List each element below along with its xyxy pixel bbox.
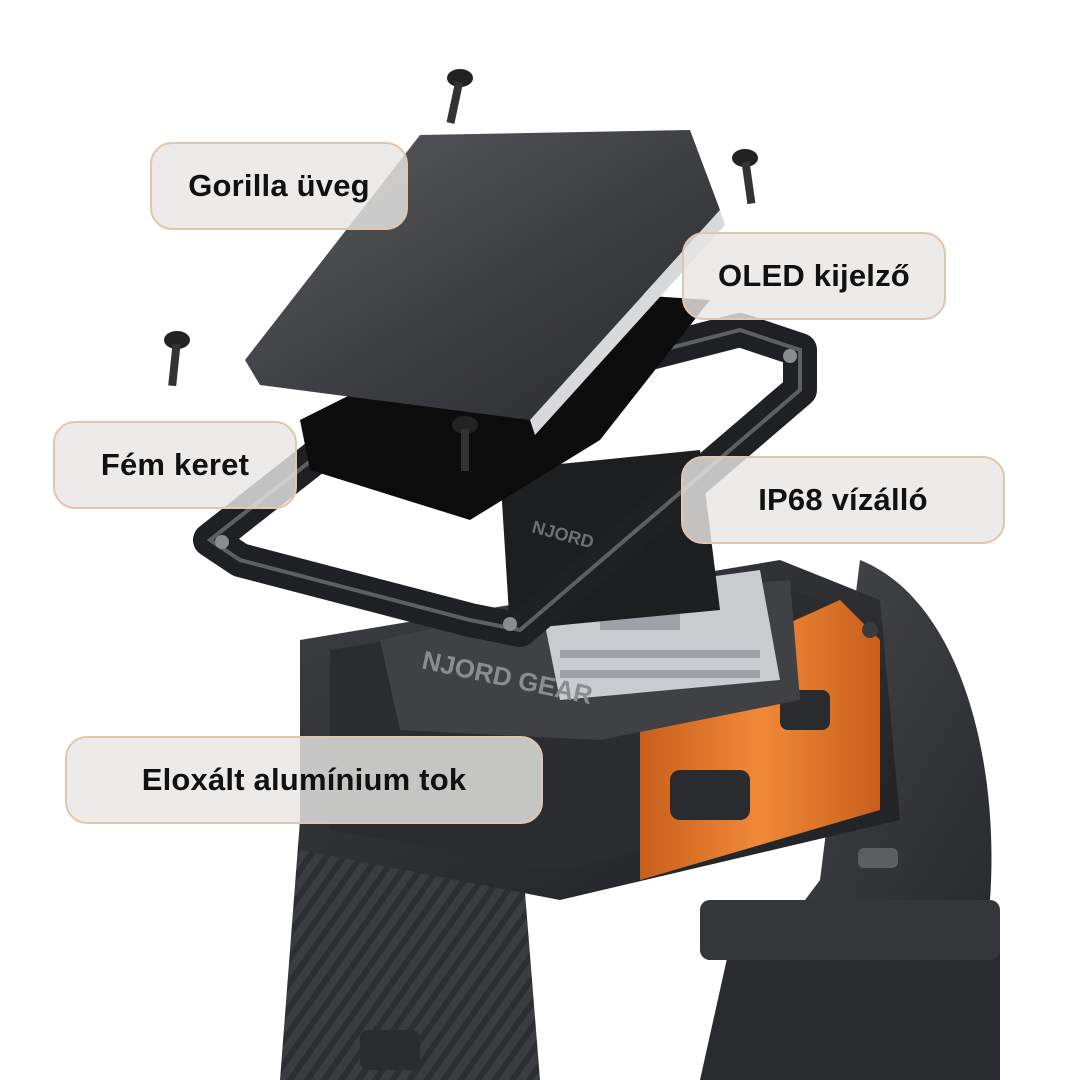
label-gorilla-glass: Gorilla üveg	[150, 142, 408, 230]
screws	[164, 69, 758, 471]
left-strap	[280, 820, 540, 1080]
label-aluminium-case: Eloxált alumínium tok	[65, 736, 543, 824]
gorilla-glass	[245, 130, 725, 435]
label-ip68-waterproof: IP68 vízálló	[681, 456, 1005, 544]
label-oled-display: OLED kijelző	[682, 232, 946, 320]
label-metal-frame: Fém keret	[53, 421, 297, 509]
